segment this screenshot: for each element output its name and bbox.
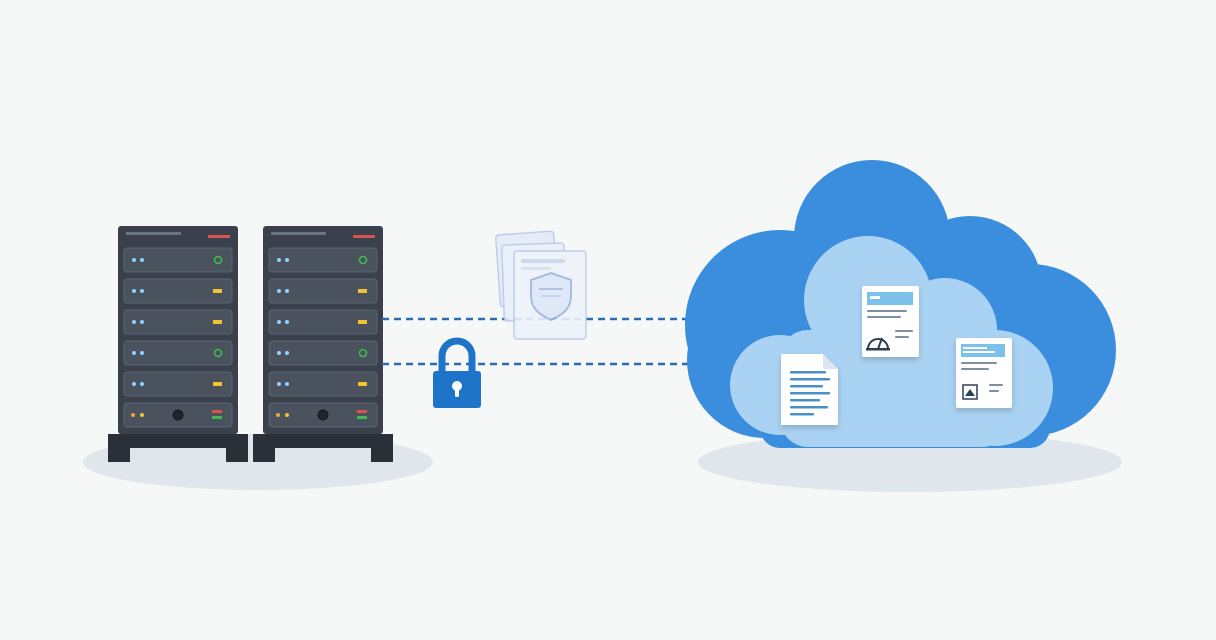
server-led xyxy=(132,258,136,262)
server-led xyxy=(132,289,136,293)
server-led xyxy=(285,351,289,355)
server-status-led xyxy=(358,348,368,358)
server-led xyxy=(285,258,289,262)
server-slot xyxy=(123,278,233,304)
server-status-led xyxy=(358,255,368,265)
server-led xyxy=(277,351,281,355)
server-status-led xyxy=(358,320,367,324)
server-led xyxy=(132,382,136,386)
server-rack-right xyxy=(253,226,393,462)
server-power-button xyxy=(172,409,184,421)
server-led xyxy=(285,382,289,386)
server-top-indicator xyxy=(208,235,230,238)
server-led xyxy=(140,413,144,417)
server-status-led xyxy=(212,416,222,419)
server-status-led xyxy=(213,289,222,293)
server-top-indicator xyxy=(353,235,375,238)
server-slot xyxy=(268,247,378,273)
server-slot xyxy=(123,309,233,335)
server-led xyxy=(132,351,136,355)
server-power-button xyxy=(317,409,329,421)
server-led xyxy=(132,320,136,324)
server-top-strip xyxy=(271,232,326,235)
server-led xyxy=(285,320,289,324)
document-icon xyxy=(862,286,919,357)
server-led xyxy=(285,289,289,293)
server-status-led xyxy=(213,382,222,386)
server-slot xyxy=(268,278,378,304)
server-led xyxy=(140,289,144,293)
server-slot xyxy=(123,340,233,366)
server-led xyxy=(131,413,135,417)
server-foot xyxy=(108,448,130,462)
server-slot xyxy=(268,309,378,335)
server-rack-left xyxy=(108,226,248,462)
server-status-led xyxy=(357,410,367,413)
server-led xyxy=(277,289,281,293)
server-led xyxy=(140,320,144,324)
document-icon xyxy=(956,338,1012,408)
server-status-led xyxy=(213,255,223,265)
server-racks xyxy=(108,226,393,462)
server-foot xyxy=(253,448,275,462)
document-icon xyxy=(781,354,838,425)
server-foot xyxy=(226,448,248,462)
server-slot xyxy=(268,371,378,397)
server-led xyxy=(140,382,144,386)
server-status-led xyxy=(213,320,222,324)
server-slot xyxy=(268,340,378,366)
server-led xyxy=(285,413,289,417)
server-led xyxy=(140,258,144,262)
lock-icon xyxy=(433,337,481,408)
server-base xyxy=(253,434,393,448)
server-status-led xyxy=(213,348,223,358)
server-foot xyxy=(371,448,393,462)
server-led xyxy=(276,413,280,417)
server-led xyxy=(140,351,144,355)
server-led xyxy=(277,320,281,324)
server-status-led xyxy=(358,382,367,386)
server-top-strip xyxy=(126,232,181,235)
server-slot xyxy=(123,371,233,397)
server-status-led xyxy=(357,416,367,419)
shield-document-stack-icon xyxy=(495,230,587,340)
server-base xyxy=(108,434,248,448)
server-led xyxy=(277,258,281,262)
server-slot xyxy=(123,247,233,273)
server-status-led xyxy=(358,289,367,293)
server-led xyxy=(277,382,281,386)
server-status-led xyxy=(212,410,222,413)
